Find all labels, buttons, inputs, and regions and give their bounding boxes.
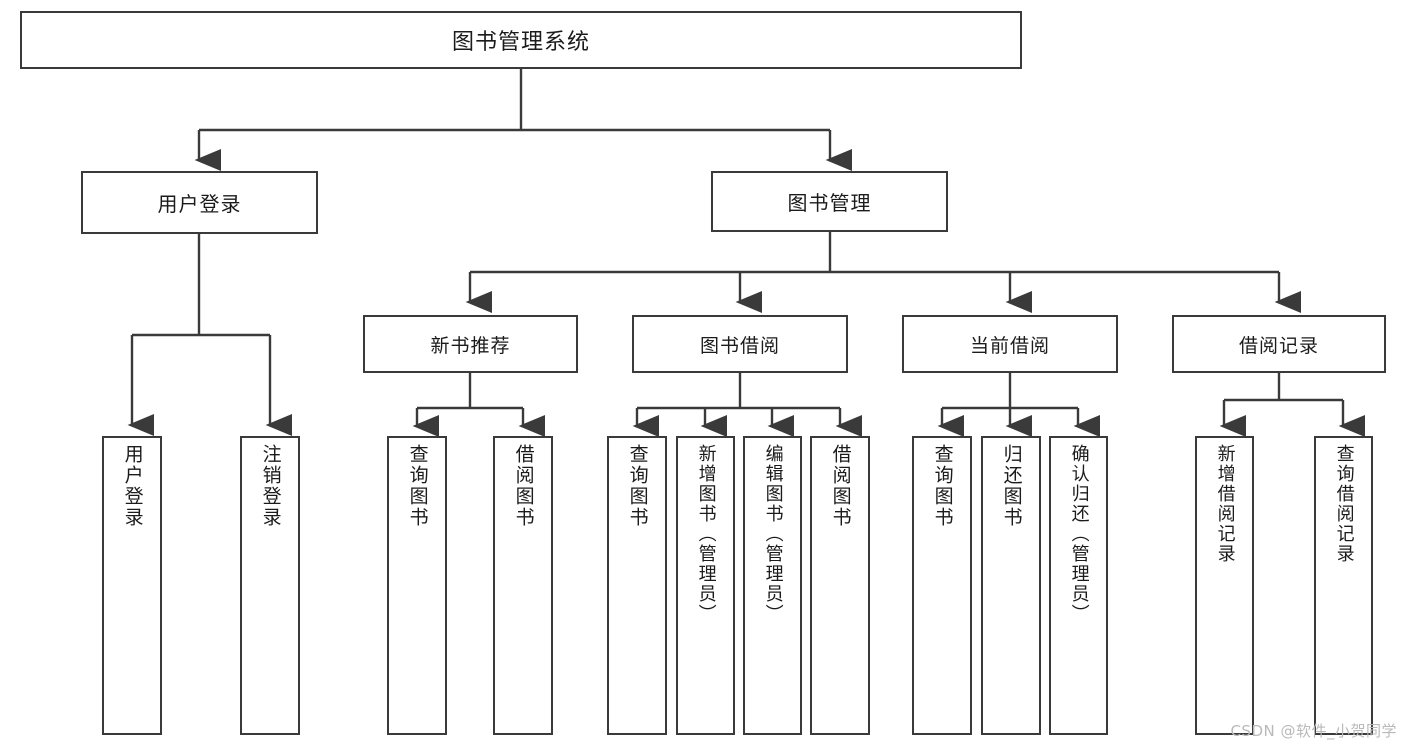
leaf-book-borrow-query[interactable]: 查询图书 — [607, 436, 667, 735]
node-book-manage-label: 图书管理 — [787, 191, 872, 215]
leaf-current-borrow-return[interactable]: 归还图书 — [981, 436, 1041, 735]
watermark: CSDN @软件_小贺同学 — [1230, 722, 1397, 740]
leaf-current-borrow-query[interactable]: 查询图书 — [912, 436, 972, 735]
leaf-current-borrow-confirm[interactable]: 确认归还（管理员） — [1049, 436, 1108, 735]
node-book-manage[interactable]: 图书管理 — [711, 171, 948, 232]
node-book-borrow-label: 图书借阅 — [699, 334, 780, 357]
node-borrow-record-label: 借阅记录 — [1238, 334, 1319, 357]
leaf-label: 新增借阅记录 — [1214, 444, 1236, 564]
leaf-book-borrow-edit[interactable]: 编辑图书（管理员） — [743, 436, 802, 735]
leaf-user-login-login[interactable]: 用户登录 — [102, 436, 162, 735]
node-current-borrow-label: 当前借阅 — [969, 334, 1050, 357]
node-user-login-label: 用户登录 — [157, 192, 242, 216]
leaf-label: 查询图书 — [931, 444, 954, 528]
leaf-borrow-record-query[interactable]: 查询借阅记录 — [1314, 436, 1373, 735]
leaf-label: 新增图书（管理员） — [695, 444, 717, 624]
leaf-label: 归还图书 — [1000, 444, 1023, 528]
node-root[interactable]: 图书管理系统 — [20, 11, 1022, 69]
leaf-new-book-borrow[interactable]: 借阅图书 — [493, 436, 553, 735]
node-new-book[interactable]: 新书推荐 — [363, 315, 578, 373]
leaf-borrow-record-add[interactable]: 新增借阅记录 — [1195, 436, 1254, 735]
leaf-label: 查询图书 — [406, 444, 429, 528]
node-user-login[interactable]: 用户登录 — [81, 171, 318, 234]
node-borrow-record[interactable]: 借阅记录 — [1172, 315, 1386, 373]
leaf-new-book-query[interactable]: 查询图书 — [387, 436, 447, 735]
node-current-borrow[interactable]: 当前借阅 — [902, 315, 1118, 373]
leaf-label: 查询图书 — [626, 444, 649, 528]
leaf-book-borrow-borrow[interactable]: 借阅图书 — [810, 436, 870, 735]
node-new-book-label: 新书推荐 — [430, 334, 511, 357]
leaf-label: 用户登录 — [121, 444, 144, 528]
leaf-label: 查询借阅记录 — [1333, 444, 1355, 564]
leaf-label: 借阅图书 — [829, 444, 852, 528]
leaf-label: 编辑图书（管理员） — [762, 444, 784, 624]
leaf-label: 确认归还（管理员） — [1068, 444, 1090, 624]
leaf-label: 注销登录 — [259, 444, 282, 528]
leaf-label: 借阅图书 — [512, 444, 535, 528]
node-book-borrow[interactable]: 图书借阅 — [632, 315, 848, 373]
leaf-user-login-logout[interactable]: 注销登录 — [240, 436, 300, 735]
node-root-label: 图书管理系统 — [451, 30, 590, 55]
leaf-book-borrow-add[interactable]: 新增图书（管理员） — [676, 436, 735, 735]
